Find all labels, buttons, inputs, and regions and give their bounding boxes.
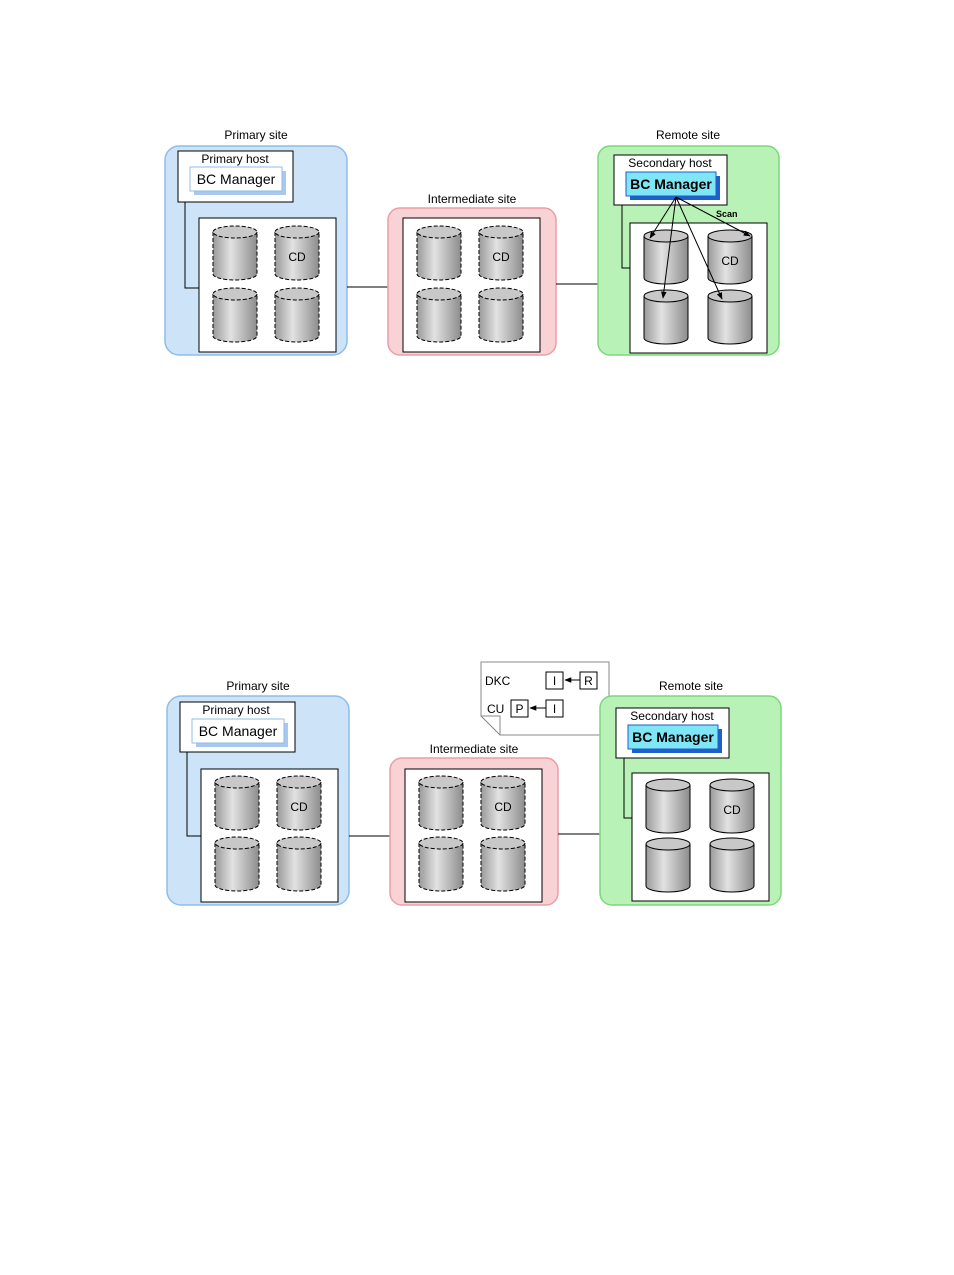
volume-cylinder <box>479 288 523 342</box>
volume-cylinder <box>419 837 463 891</box>
intermediate-site-label: Intermediate site <box>430 742 519 756</box>
remote-site-2: Remote site Secondary host BC Manager CD <box>600 679 781 905</box>
volume-cylinder <box>481 837 525 891</box>
volume-cylinder <box>275 288 319 342</box>
intermediate-site-1: Intermediate site CD <box>388 192 556 355</box>
primary-site-2: Primary site Primary host BC Manager CD <box>167 679 349 905</box>
primary-site-1: Primary site Primary host BC Manager CD <box>165 128 347 355</box>
secondary-host-label: Secondary host <box>630 709 714 723</box>
volume-cylinder <box>419 776 463 830</box>
volume-cylinder: CD <box>275 226 319 280</box>
status-note: DKC I R CU P I <box>481 662 609 735</box>
primary-site-label: Primary site <box>224 128 288 142</box>
diagram-2: Primary site Primary host BC Manager CD … <box>167 662 781 905</box>
volume-cylinder <box>646 838 690 892</box>
volume-cylinder: CD <box>710 779 754 833</box>
primary-site-label: Primary site <box>226 679 290 693</box>
volume-cylinder <box>646 779 690 833</box>
bc-manager-label: BC Manager <box>632 729 714 745</box>
volume-label: CD <box>721 254 739 268</box>
volume-cylinder <box>417 226 461 280</box>
volume-cylinder <box>215 776 259 830</box>
note-row1-right: R <box>584 674 593 688</box>
volume-cylinder: CD <box>479 226 523 280</box>
volume-cylinder <box>710 838 754 892</box>
volume-cylinder <box>215 837 259 891</box>
note-row1-left: I <box>553 674 556 688</box>
intermediate-site-label: Intermediate site <box>428 192 517 206</box>
volume-label: CD <box>723 803 741 817</box>
volume-cylinder <box>417 288 461 342</box>
note-row2-label: CU <box>487 702 504 716</box>
volume-cylinder <box>644 290 688 344</box>
note-row2-left: P <box>515 702 523 716</box>
remote-site-1: Remote site Secondary host BC Manager CD… <box>598 128 779 355</box>
bc-manager-label: BC Manager <box>199 723 278 739</box>
volume-cylinder <box>277 837 321 891</box>
primary-host-label: Primary host <box>202 703 270 717</box>
remote-site-label: Remote site <box>659 679 723 693</box>
note-row1-label: DKC <box>485 674 511 688</box>
volume-cylinder: CD <box>277 776 321 830</box>
volume-cylinder: CD <box>481 776 525 830</box>
remote-site-label: Remote site <box>656 128 720 142</box>
volume-cylinder <box>708 290 752 344</box>
bc-manager-label: BC Manager <box>630 176 712 192</box>
primary-host-label: Primary host <box>201 152 269 166</box>
volume-label: CD <box>494 800 512 814</box>
note-row2-right: I <box>553 702 556 716</box>
volume-label: CD <box>288 250 306 264</box>
volume-cylinder: CD <box>708 230 752 284</box>
diagram-1: Primary site Primary host BC Manager CD … <box>165 128 779 355</box>
bc-manager-label: BC Manager <box>197 171 276 187</box>
volume-cylinder <box>213 226 257 280</box>
secondary-host-label: Secondary host <box>628 156 712 170</box>
volume-cylinder <box>213 288 257 342</box>
intermediate-site-2: Intermediate site CD <box>390 742 558 905</box>
scan-label: Scan <box>716 209 738 219</box>
volume-label: CD <box>290 800 308 814</box>
volume-label: CD <box>492 250 510 264</box>
